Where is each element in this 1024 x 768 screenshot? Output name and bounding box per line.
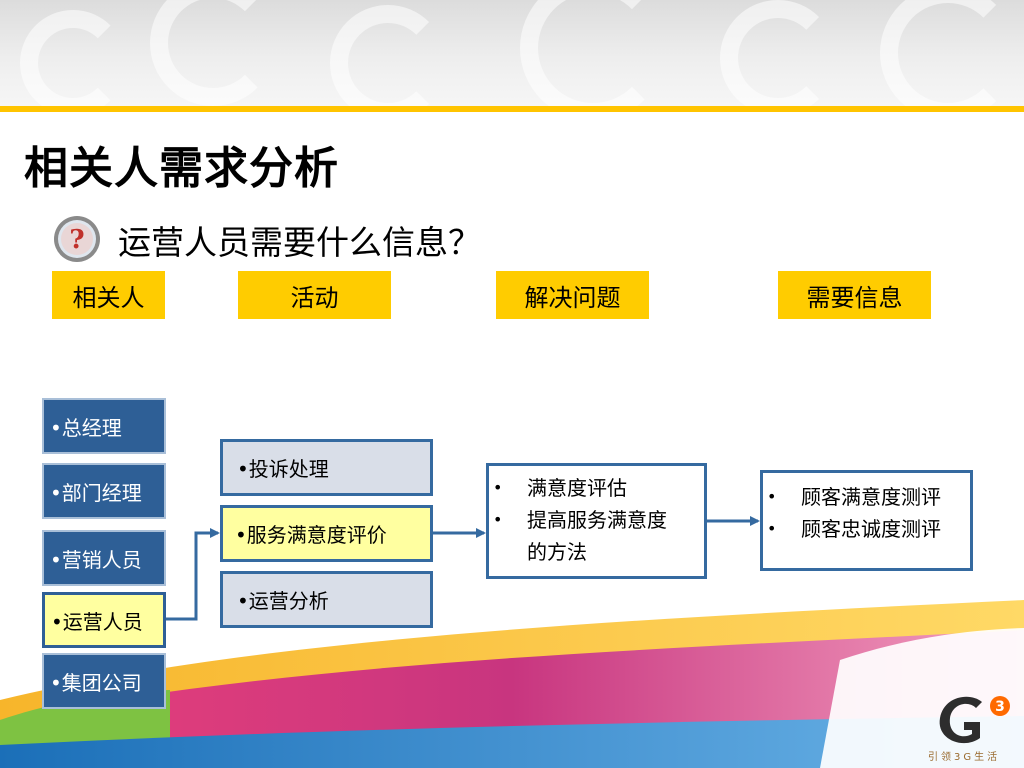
information-item: •顾客忠诚度测评 xyxy=(767,517,941,541)
g3-logo-icon: 3 xyxy=(939,696,1010,744)
svg-text:?: ? xyxy=(69,225,84,255)
stakeholder-general-manager[interactable]: •总经理 xyxy=(42,398,166,454)
banner-swirl-decoration xyxy=(880,0,1016,106)
header-banner xyxy=(0,0,1024,106)
page-title: 相关人需求分析 xyxy=(24,143,339,194)
svg-text:3: 3 xyxy=(995,699,1005,715)
information-box: •顾客满意度测评 •顾客忠诚度测评 xyxy=(760,470,973,571)
activity-operations-analysis[interactable]: •运营分析 xyxy=(220,571,433,628)
stakeholder-operations-staff[interactable]: •运营人员 xyxy=(42,592,166,648)
header-problem: 解决问题 xyxy=(496,271,649,319)
activity-satisfaction-evaluation[interactable]: •服务满意度评价 xyxy=(220,505,433,562)
logo-tagline: 引领3G生活 xyxy=(928,752,1001,763)
slide-subtitle: 运营人员需要什么信息？ xyxy=(118,223,481,262)
question-icon: ? xyxy=(54,216,100,262)
header-stakeholder: 相关人 xyxy=(52,271,165,319)
stakeholder-group-company[interactable]: •集团公司 xyxy=(42,653,166,709)
header-activity: 活动 xyxy=(238,271,391,319)
problem-item-continuation: 的方法 xyxy=(527,540,587,564)
activity-complaint-handling[interactable]: •投诉处理 xyxy=(220,439,433,496)
problem-box: •满意度评估 •提高服务满意度 的方法 xyxy=(486,463,707,579)
connector-stakeholder-activity xyxy=(166,528,220,621)
header-divider xyxy=(0,106,1024,112)
problem-item: •提高服务满意度 xyxy=(493,508,667,532)
header-information: 需要信息 xyxy=(778,271,931,319)
information-item: •顾客满意度测评 xyxy=(767,485,941,509)
stakeholder-department-manager[interactable]: •部门经理 xyxy=(42,463,166,519)
problem-item: •满意度评估 xyxy=(493,476,627,500)
stakeholder-marketing-staff[interactable]: •营销人员 xyxy=(42,530,166,586)
